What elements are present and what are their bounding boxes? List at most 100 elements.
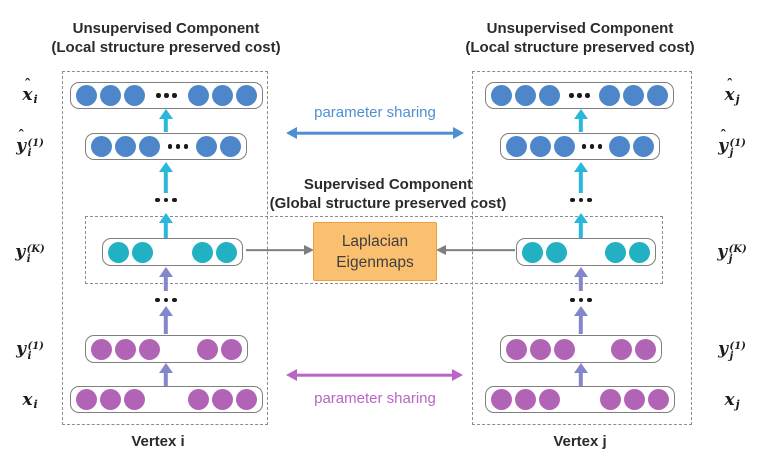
ellipsis-icon-i-lower <box>155 296 177 304</box>
up-arrow-i-5 <box>159 306 173 334</box>
label-yK-i: y(K)i <box>15 242 45 265</box>
label-y1-j: y(1)j <box>718 339 746 362</box>
neuron-circle <box>635 338 656 360</box>
neuron-circle <box>522 241 543 263</box>
layer-row-xhat-i <box>70 82 263 109</box>
neuron-circle <box>515 85 536 106</box>
up-arrow-i-1 <box>159 109 173 132</box>
neuron-circle <box>100 389 121 410</box>
label-y1-i: y(1)i <box>16 339 44 362</box>
ellipsis-icon <box>160 144 196 149</box>
layer-row-yhat1-j <box>500 133 660 160</box>
vertex-j-caption: Vertex j <box>553 433 607 450</box>
neuron-circle <box>76 389 97 410</box>
neuron-circle <box>108 241 129 263</box>
neuron-circle <box>539 85 560 106</box>
unsupervised-header-left: Unsupervised Component (Local structure … <box>36 19 296 57</box>
neuron-circle <box>188 85 209 106</box>
neuron-circle <box>623 85 644 106</box>
neuron-circle <box>647 85 668 106</box>
neuron-circle <box>600 389 621 410</box>
layer-row-y1-j <box>500 335 662 363</box>
up-arrow-i-6 <box>159 363 173 386</box>
neuron-circle <box>188 389 209 410</box>
layer-row-y1-i <box>85 335 248 363</box>
neuron-circle <box>605 241 626 263</box>
layer-row-yK-j <box>516 238 656 266</box>
layer-row-yK-i <box>102 238 243 266</box>
neuron-circle <box>197 338 218 360</box>
up-arrow-i-2 <box>159 162 173 193</box>
laplacian-input-arrow-left <box>244 243 314 257</box>
ellipsis-icon-j-upper <box>570 196 592 204</box>
layer-row-x-i <box>70 386 263 413</box>
unsupervised-header-right-line2: (Local structure preserved cost) <box>465 39 695 56</box>
neuron-circle <box>100 85 121 106</box>
neuron-circle <box>236 389 257 410</box>
ellipsis-icon-i-upper <box>155 196 177 204</box>
neuron-circle <box>633 136 654 157</box>
neuron-circle <box>609 136 630 157</box>
parameter-sharing-label-bottom: parameter sharing <box>314 390 436 407</box>
up-arrow-j-5 <box>574 306 588 334</box>
neuron-circle <box>221 338 242 360</box>
ellipsis-icon <box>575 144 609 149</box>
neuron-circle <box>506 338 527 360</box>
neuron-circle <box>530 136 551 157</box>
supervised-header: Supervised Component (Global structure p… <box>263 175 513 213</box>
neuron-circle <box>546 241 567 263</box>
neuron-circle <box>539 389 560 410</box>
neuron-circle <box>530 338 551 360</box>
neuron-circle <box>212 389 233 410</box>
neuron-circle <box>506 136 527 157</box>
neuron-circle <box>192 241 213 263</box>
neuron-circle <box>139 338 160 360</box>
unsupervised-header-right: Unsupervised Component (Local structure … <box>450 19 710 57</box>
up-arrow-j-6 <box>574 363 588 386</box>
parameter-sharing-arrow-top <box>286 126 464 140</box>
laplacian-input-arrow-right <box>436 243 517 257</box>
laplacian-eigenmaps-box: Laplacian Eigenmaps <box>313 222 437 281</box>
vertex-i-caption: Vertex i <box>131 433 185 450</box>
vertex-j-region <box>472 71 692 425</box>
neuron-circle <box>491 389 512 410</box>
layer-row-x-j <box>485 386 675 413</box>
neuron-circle <box>216 241 237 263</box>
neuron-circle <box>491 85 512 106</box>
up-arrow-j-2 <box>574 162 588 193</box>
neuron-circle <box>115 136 136 157</box>
up-arrow-i-3 <box>159 213 173 238</box>
neuron-circle <box>76 85 97 106</box>
ellipsis-icon-j-lower <box>570 296 592 304</box>
neuron-circle <box>115 338 136 360</box>
neuron-circle <box>648 389 669 410</box>
label-yK-j: y(K)j <box>717 242 747 265</box>
neuron-circle <box>554 136 575 157</box>
up-arrow-j-4 <box>574 267 588 291</box>
unsupervised-header-right-line1: Unsupervised Component <box>486 20 674 37</box>
supervised-component-region <box>85 216 663 284</box>
neuron-circle <box>515 389 536 410</box>
supervised-header-line2: (Global structure preserved cost) <box>269 195 507 212</box>
neuron-circle <box>611 338 632 360</box>
parameter-sharing-arrow-bottom <box>286 368 463 382</box>
laplacian-box-line2: Eigenmaps <box>336 253 414 271</box>
ellipsis-icon <box>560 93 599 98</box>
layer-row-xhat-j <box>485 82 674 109</box>
neuron-circle <box>91 338 112 360</box>
ellipsis-icon <box>145 93 188 98</box>
neuron-circle <box>220 136 241 157</box>
neuron-circle <box>624 389 645 410</box>
neuron-circle <box>629 241 650 263</box>
neuron-circle <box>124 85 145 106</box>
supervised-header-line1: Supervised Component <box>303 176 473 193</box>
laplacian-box-line1: Laplacian <box>341 232 409 250</box>
parameter-sharing-label-top: parameter sharing <box>314 104 436 121</box>
